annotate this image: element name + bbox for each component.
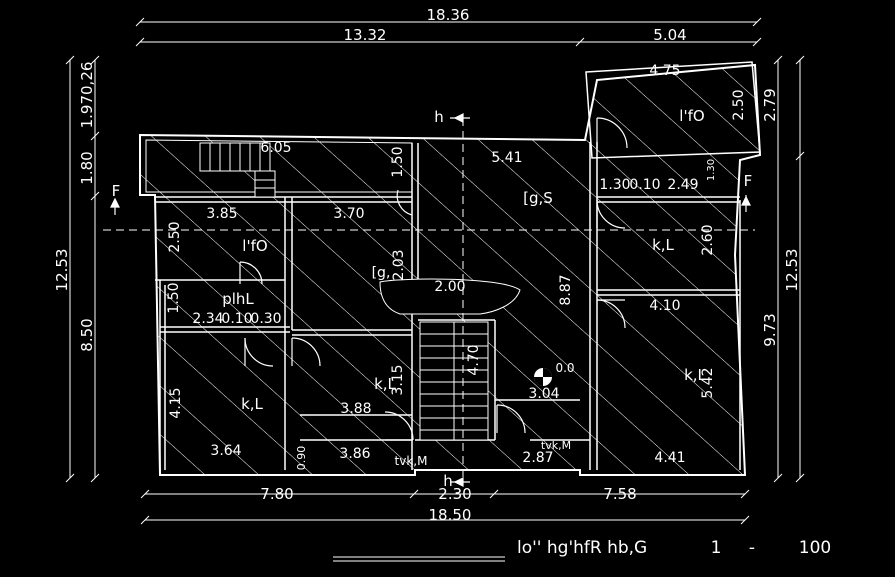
label-right-410: 4.10 xyxy=(649,298,680,314)
dim-bottom-mid: 2.30 xyxy=(438,485,471,503)
label-left-364: 3.64 xyxy=(210,443,241,459)
label-mid-name: [g, xyxy=(372,265,391,281)
label-left-150b: 1.50 xyxy=(166,282,182,313)
label-left-room-name: l'fO xyxy=(242,237,267,255)
label-left-370: 3.70 xyxy=(333,206,364,222)
section-arrows xyxy=(110,113,751,487)
dim-left-a: 8.50 xyxy=(78,318,96,351)
label-mid-203: 2.03 xyxy=(391,249,407,280)
label-stair-470: 4.70 xyxy=(466,344,482,375)
label-r-tiny: 1.30 xyxy=(706,159,717,181)
label-mid-386: 3.86 xyxy=(339,446,370,462)
dim-top-right: 5.04 xyxy=(653,26,686,44)
label-right-room-name: k,L xyxy=(652,236,674,254)
label-landing-200: 2.00 xyxy=(434,279,465,295)
label-stair-top-dim: 6.05 xyxy=(260,140,291,156)
label-left-250: 2.50 xyxy=(167,221,183,252)
label-v-315: 3.15 xyxy=(390,364,406,395)
room-labels: 4.75 l'fO 2.50 6.05 1.50 5.41 [g,S 1.30 … xyxy=(166,63,747,470)
title-underline xyxy=(333,556,505,562)
label-entry-287: 2.87 xyxy=(522,450,553,466)
label-r-010: 0.10 xyxy=(629,177,660,193)
dim-bottom-overall: 18.50 xyxy=(429,506,472,524)
label-left-415: 4.15 xyxy=(168,387,184,418)
section-mark-f-right: F xyxy=(744,172,753,190)
label-room-kl-center: k,L xyxy=(374,375,396,393)
dim-bottom-left: 7.80 xyxy=(260,485,293,503)
dim-top-overall: 18.36 xyxy=(427,6,470,24)
label-r-130: 1.30 xyxy=(599,177,630,193)
title-block: lo'' hg'hfR hb,G 1 - 100 xyxy=(517,538,831,558)
doors xyxy=(239,117,628,441)
label-r-249: 2.49 xyxy=(667,177,698,193)
label-left-room2-name: k,L xyxy=(241,395,263,413)
label-center-name: [g,S xyxy=(523,189,553,207)
dim-top-left: 13.32 xyxy=(344,26,387,44)
label-left-010: 0.10 xyxy=(221,311,252,327)
label-entry2-name: tvk,M xyxy=(541,439,571,452)
section-mark-h-bottom: h xyxy=(443,472,453,490)
stair-top xyxy=(199,142,276,198)
dim-right-total: 12.53 xyxy=(783,249,801,292)
section-mark-h-top: h xyxy=(434,108,444,126)
label-right-room2-name: k,L xyxy=(684,366,706,384)
stair-central xyxy=(379,278,521,441)
dim-right-a: 9.73 xyxy=(761,313,779,346)
label-wc-name: plhL xyxy=(222,290,254,308)
label-right-260: 2.60 xyxy=(700,224,716,255)
level-marker xyxy=(534,368,552,386)
label-right-441: 4.41 xyxy=(654,450,685,466)
label-center-887: 8.87 xyxy=(558,274,574,305)
scale-dash: - xyxy=(749,538,755,558)
label-top-right-room-name: l'fO xyxy=(679,107,704,125)
label-side-150: 1.50 xyxy=(390,146,406,177)
building-footprint xyxy=(139,61,762,476)
dim-right-b: 2.79 xyxy=(761,88,779,121)
drawing-title: lo'' hg'hfR hb,G xyxy=(517,538,647,558)
dim-bottom-right: 7.58 xyxy=(603,485,636,503)
label-v-090: 0.90 xyxy=(295,446,308,471)
dim-left-c: 1.970,26 xyxy=(78,62,96,129)
label-right-542: 5.42 xyxy=(700,367,716,398)
section-marks: h h F F xyxy=(112,108,753,490)
label-top-right-room-side: 2.50 xyxy=(731,89,747,120)
label-entry-name: tvk,M xyxy=(395,454,428,468)
dim-left-b: 1.80 xyxy=(78,151,96,184)
label-left-234: 2.34 xyxy=(192,311,223,327)
dim-left-total: 12.53 xyxy=(53,249,71,292)
section-line xyxy=(103,118,755,482)
label-top-right-room-dim: 4.75 xyxy=(649,63,680,79)
label-mid-388: 3.88 xyxy=(340,401,371,417)
label-level-00: 0.0 xyxy=(555,361,574,375)
label-left-030: 0.30 xyxy=(250,311,281,327)
section-mark-f-left: F xyxy=(112,182,121,200)
scale-right: 100 xyxy=(799,538,831,558)
label-center-304: 3.04 xyxy=(528,386,559,402)
label-left-385: 3.85 xyxy=(206,206,237,222)
dimension-text: 18.36 13.32 5.04 7.80 2.30 7.58 18.50 12… xyxy=(53,6,801,524)
label-center-top-dim: 5.41 xyxy=(491,150,522,166)
dimension-lines xyxy=(65,17,805,525)
scale-left: 1 xyxy=(711,538,722,558)
